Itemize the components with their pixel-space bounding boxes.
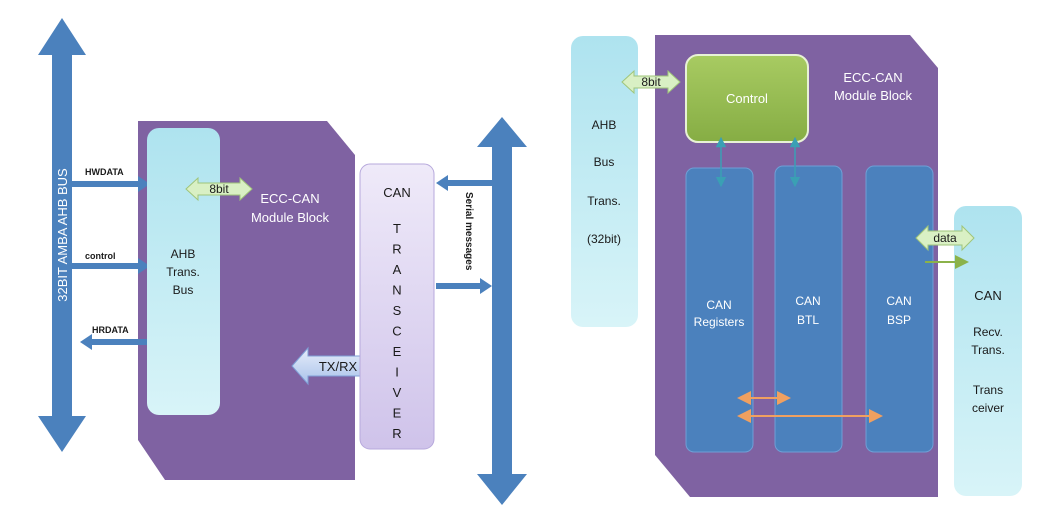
transceiver-top-label: CAN [383,185,410,200]
transceiver-box [359,163,435,450]
transceiver-letter: C [392,324,401,339]
right-ahb-box [571,36,638,327]
serial-messages-label: Serial messages [463,192,474,271]
transceiver-letter: E [393,406,402,421]
hwdata-label: HWDATA [85,167,124,177]
control-label: control [85,251,116,261]
can-transceiver-box [954,206,1022,496]
left-8bit-label: 8bit [209,182,229,196]
can-bsp-line2: BSP [887,313,911,327]
control-label: Control [726,91,768,106]
can-box-line5: ceiver [972,401,1004,415]
transceiver-letter: T [393,221,401,236]
right-ahb-line4: (32bit) [587,232,621,246]
right-module-title-1: ECC-CAN [843,70,902,85]
amba-bus-arrow [38,18,86,452]
can-box-line2: Recv. [973,325,1003,339]
can-box-line4: Trans [973,383,1003,397]
transceiver-letter: N [392,283,401,298]
transceiver-letter: R [392,426,401,441]
right-ahb-line1: AHB [592,118,617,132]
left-ahb-line2: Trans. [166,265,200,279]
can-btl-block [774,165,843,453]
control-arrow [72,258,150,274]
transceiver-letter: E [393,344,402,359]
amba-bus-label: 32BIT AMBA AHB BUS [55,168,70,302]
right-8bit-arrow [621,69,681,95]
data-arrow [915,224,975,252]
can-bsp-line1: CAN [886,294,911,308]
can-box-line1: CAN [974,288,1001,303]
hrdata-label: HRDATA [92,325,129,335]
transceiver-to-serial-arrow [436,278,492,294]
right-8bit-label: 8bit [641,75,661,89]
transceiver-letter: R [392,242,401,257]
can-btl-line2: BTL [797,313,819,327]
can-box-line3: Trans. [971,343,1005,357]
control-box [685,54,809,143]
can-btl-line1: CAN [795,294,820,308]
serial-to-transceiver-arrow [436,175,492,191]
right-diagram: AHB Bus Trans. (32bit) 8bit Control ECC-… [571,35,1022,497]
right-module-title-2: Module Block [834,88,913,103]
left-ahb-line1: AHB [171,247,196,261]
transceiver-letter: A [393,262,402,277]
left-module-title-1: ECC-CAN [260,191,319,206]
txrx-label: TX/RX [319,359,358,374]
hwdata-arrow [72,176,150,192]
serial-bus-arrow [477,117,527,505]
left-diagram: 32BIT AMBA AHB BUS HWDATA control HRDATA… [38,18,527,505]
transceiver-letter: V [393,385,402,400]
left-8bit-arrow [185,176,253,202]
can-bsp-block [865,165,934,453]
right-ahb-line2: Bus [594,155,615,169]
hrdata-arrow [80,334,148,350]
transceiver-letter: S [393,303,402,318]
left-ahb-box [147,128,220,415]
left-ahb-line3: Bus [173,283,194,297]
can-registers-line1: CAN [706,298,731,312]
data-label: data [933,231,957,245]
can-registers-line2: Registers [694,315,745,329]
right-ahb-line3: Trans. [587,194,621,208]
transceiver-letter: I [395,365,399,380]
left-module-title-2: Module Block [251,210,330,225]
